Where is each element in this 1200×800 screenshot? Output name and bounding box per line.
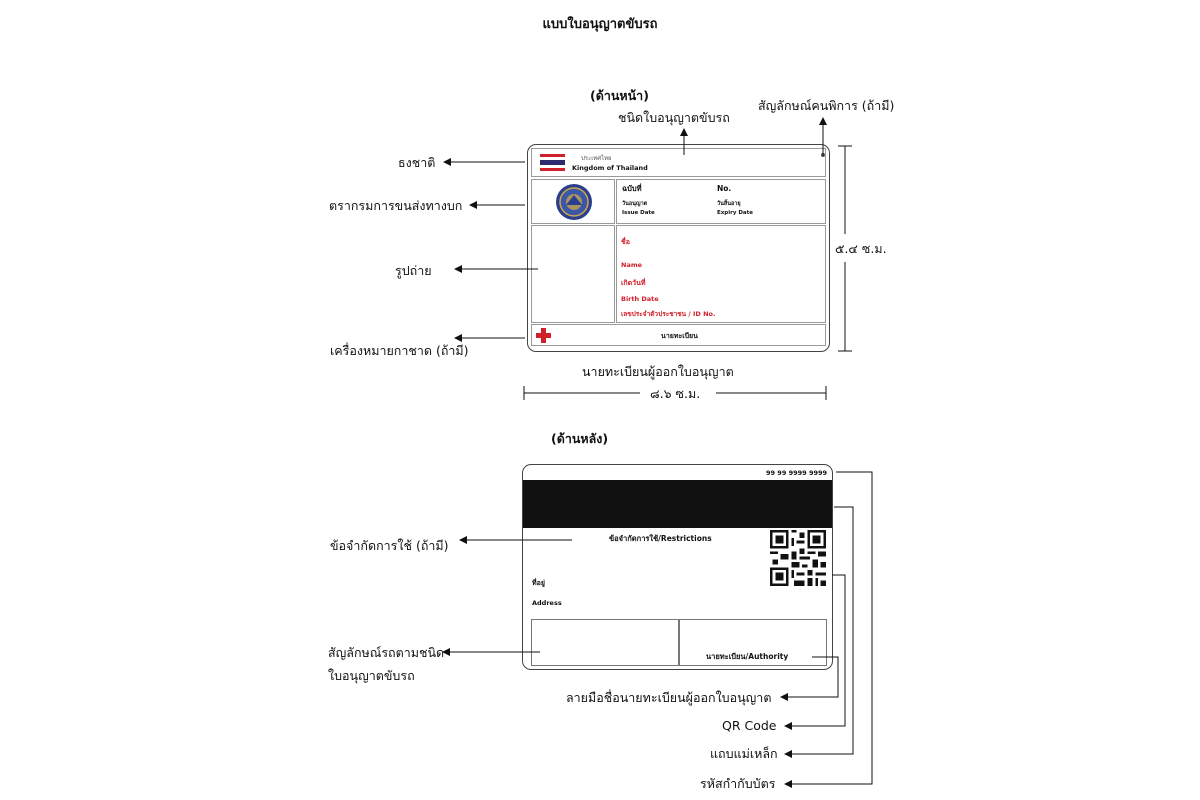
restrictions-label: ข้อจำกัดการใช้/Restrictions [609, 534, 712, 543]
disabled-symbol-annotation: สัญลักษณ์คนพิการ (ถ้ามี) [758, 98, 895, 113]
seal-box [531, 179, 615, 224]
registrar-label: นายทะเบียน [661, 332, 698, 340]
personal-info-box: ชื่อ Name เกิดวันที่ Birth Date เลขประจำ… [616, 225, 826, 323]
issuer-annotation: นายทะเบียนผู้ออกใบอนุญาต [582, 364, 734, 379]
back-heading: (ด้านหลัง) [551, 431, 609, 446]
authority-box: นายทะเบียน/Authority [679, 619, 827, 666]
width-annotation: ๘.๖ ซ.ม. [650, 386, 701, 401]
authority-label: นายทะเบียน/Authority [706, 652, 789, 661]
disability-dot-icon [821, 153, 825, 157]
front-heading: (ด้านหน้า) [590, 88, 649, 103]
birth-en-label: Birth Date [621, 295, 659, 303]
magnetic-annotation: แถบแม่เหล็ก [710, 746, 778, 761]
disability-mark-annotation: เครื่องหมายกาชาด (ถ้ามี) [330, 343, 469, 358]
license-type-annotation: ชนิดใบอนุญาตขับรถ [618, 110, 730, 125]
address-en-label: Address [532, 599, 562, 607]
edition-label: ฉบับที่ [622, 184, 642, 193]
id-no-label: เลขประจำตัวประชาชน / ID No. [621, 310, 716, 318]
name-th-label: ชื่อ [621, 238, 630, 246]
vehicle-symbol-box [531, 619, 679, 666]
restrictions-annotation: ข้อจำกัดการใช้ (ถ้ามี) [330, 538, 449, 553]
issue-info-box: ฉบับที่ No. วันอนุญาต Issue Date วันสิ้น… [616, 179, 826, 224]
country-th: ประเทศไทย [581, 155, 612, 162]
photo-annotation: รูปถ่าย [395, 263, 432, 278]
magnetic-stripe [523, 480, 832, 528]
card-code-annotation: รหัสกำกับบัตร [700, 776, 776, 791]
height-annotation: ๕.๔ ซ.ม. [835, 241, 887, 256]
photo-box [531, 225, 615, 323]
red-cross-icon [536, 328, 551, 343]
no-label: No. [717, 184, 732, 193]
birth-th-label: เกิดวันที่ [621, 279, 646, 287]
dlt-seal-icon [556, 184, 592, 220]
issue-date-th: วันอนุญาต [622, 201, 648, 207]
front-footer: นายทะเบียน [531, 324, 826, 346]
expiry-date-th: วันสิ้นอายุ [717, 201, 741, 207]
issue-date-en: Issue Date [622, 210, 655, 216]
vehicle-symbol-annotation-line2: ใบอนุญาตขับรถ [328, 668, 415, 683]
address-th-label: ที่อยู่ [532, 579, 545, 587]
name-en-label: Name [621, 261, 643, 269]
qr-code-icon [770, 530, 826, 586]
flag-annotation: ธงชาติ [398, 155, 436, 170]
card-code: 99 99 9999 9999 [766, 469, 828, 477]
vehicle-symbol-annotation-line1: สัญลักษณ์รถตามชนิด [328, 645, 445, 660]
thai-flag-icon [540, 154, 565, 171]
signature-annotation: ลายมือชื่อนายทะเบียนผู้ออกใบอนุญาต [566, 690, 772, 705]
country-en: Kingdom of Thailand [572, 164, 648, 172]
dlt-seal-annotation: ตรากรมการขนส่งทางบก [329, 198, 463, 213]
front-card: ประเทศไทย Kingdom of Thailand ฉบับที่ No… [527, 144, 830, 352]
front-header: ประเทศไทย Kingdom of Thailand [531, 148, 826, 177]
back-card: 99 99 9999 9999 ข้อจำกัดการใช้/Restricti… [522, 464, 833, 670]
qr-annotation: QR Code [722, 718, 777, 733]
page-title: แบบใบอนุญาตขับรถ [542, 17, 658, 32]
expiry-date-en: Expiry Date [717, 210, 753, 216]
